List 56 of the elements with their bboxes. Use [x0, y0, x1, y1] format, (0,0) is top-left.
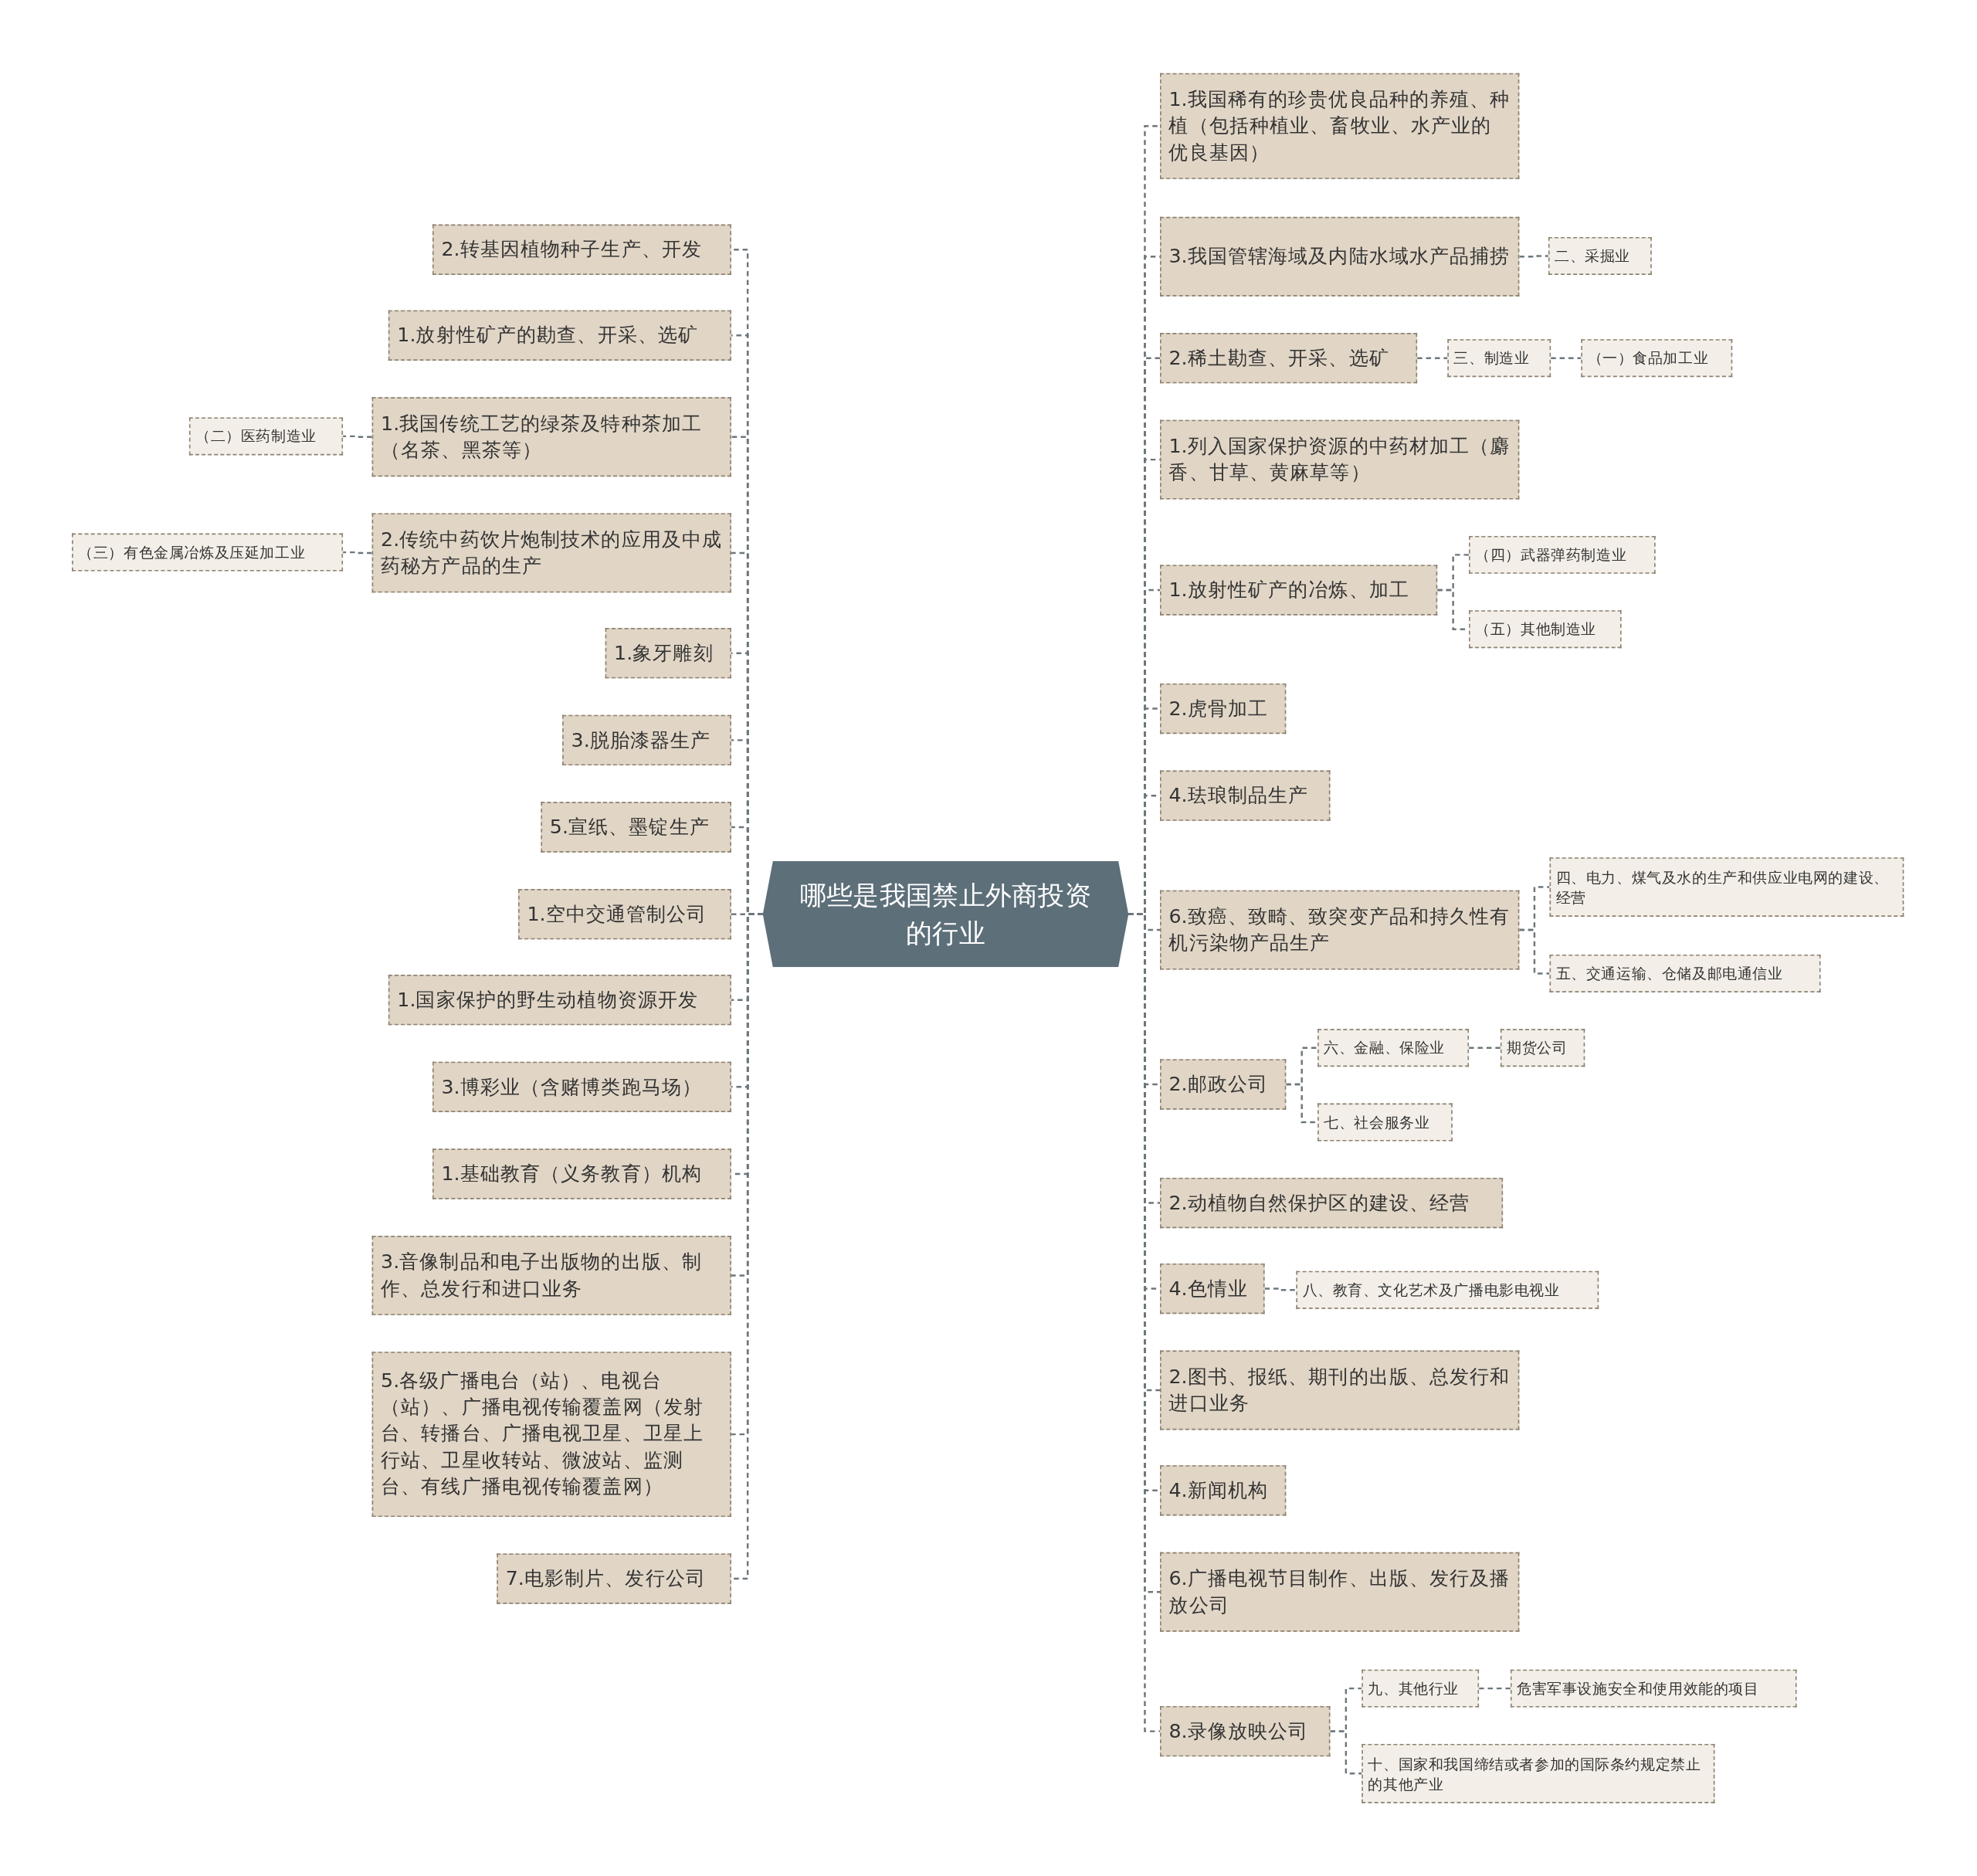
connector-line [343, 551, 372, 555]
topic-box: 6.致癌、致畸、致突变产品和持久性有机污染物产品生产 [1160, 890, 1520, 970]
topic-box: 2.虎骨加工 [1160, 683, 1287, 734]
subtopic-box: 二、采掘业 [1548, 236, 1652, 275]
subtopic-box: 危害军事设施安全和使用效能的项目 [1510, 1669, 1797, 1708]
subtopic-box: 五、交通运输、仓储及邮电通信业 [1549, 954, 1821, 992]
subtopic-box: 八、教育、文化艺术及广播电影电视业 [1296, 1270, 1599, 1309]
topic-box: 4.珐琅制品生产 [1160, 770, 1331, 821]
topic-box: 2.稀土勘查、开采、选矿 [1160, 333, 1418, 384]
topic-box: 2.图书、报纸、期刊的出版、总发行和进口业务 [1160, 1350, 1520, 1430]
subtopic-box: 四、电力、煤气及水的生产和供应业电网的建设、经营 [1549, 857, 1904, 917]
topic-box: 2.动植物自然保护区的建设、经营 [1160, 1177, 1504, 1229]
connector-line [1469, 1047, 1501, 1049]
topic-box: 1.象牙雕刻 [605, 628, 731, 679]
subtopic-box: 六、金融、保险业 [1317, 1029, 1470, 1067]
topic-box: 1.基础教育（义务教育）机构 [432, 1148, 731, 1199]
subtopic-box: 七、社会服务业 [1317, 1103, 1453, 1142]
topic-box: 7.电影制片、发行公司 [497, 1553, 731, 1604]
subtopic-box: 三、制造业 [1447, 339, 1551, 378]
subtopic-box: 九、其他行业 [1362, 1669, 1480, 1708]
topic-box: 2.传统中药饮片炮制技术的应用及中成药秘方产品的生产 [371, 513, 731, 593]
topic-box: 5.各级广播电台（站）、电视台（站）、广播电视传输覆盖网（发射台、转播台、广播电视卫星、卫星上行站、卫星收转站、微波站、监测台、有线广播电视传输覆盖网） [371, 1352, 731, 1518]
connector-line [1330, 1730, 1362, 1775]
topic-box: 2.邮政公司 [1160, 1059, 1287, 1110]
topic-box: 3.博彩业（含赌博类跑马场） [432, 1061, 731, 1112]
topic-box: 4.色情业 [1160, 1263, 1265, 1315]
connector-line [1417, 357, 1448, 359]
topic-box: 1.放射性矿产的冶炼、加工 [1160, 565, 1438, 616]
topic-box: 2.转基因植物种子生产、开发 [432, 224, 731, 275]
subtopic-box: （四）武器弹药制造业 [1469, 535, 1656, 574]
topic-box: 1.列入国家保护资源的中药材加工（麝香、甘草、黄麻草等） [1160, 419, 1520, 500]
central-topic: 哪些是我国禁止外商投资的行业 [762, 861, 1129, 968]
subtopic-box: 期货公司 [1500, 1029, 1585, 1067]
subtopic-box: 十、国家和我国缔结或者参加的国际条约规定禁止的其他产业 [1362, 1743, 1715, 1803]
topic-box: 1.我国稀有的珍贵优良品种的养殖、种植（包括种植业、畜牧业、水产业的优良基因） [1160, 73, 1520, 179]
topic-box: 3.我国管辖海域及内陆水域水产品捕捞 [1160, 216, 1520, 297]
subtopic-box: （三）有色金属冶炼及压延加工业 [72, 533, 344, 572]
topic-box: 1.国家保护的野生动植物资源开发 [388, 975, 731, 1026]
topic-box: 1.我国传统工艺的绿茶及特种茶加工（名茶、黑茶等） [371, 397, 731, 477]
subtopic-box: （一）食品加工业 [1581, 339, 1733, 378]
connector-line [1479, 1687, 1511, 1690]
topic-box: 1.放射性矿产的勘查、开采、选矿 [388, 310, 731, 361]
topic-box: 1.空中交通管制公司 [518, 889, 731, 940]
topic-box: 6.广播电视节目制作、出版、发行及播放公司 [1160, 1552, 1520, 1632]
connector-line [1264, 1287, 1297, 1291]
topic-box: 3.音像制品和电子出版物的出版、制作、总发行和进口业务 [371, 1236, 731, 1315]
subtopic-box: （二）医药制造业 [188, 417, 344, 456]
connector-line [1519, 255, 1548, 258]
topic-box: 4.新闻机构 [1160, 1465, 1287, 1516]
connector-line [1551, 357, 1582, 359]
connector-line [343, 435, 372, 438]
connector-line [1519, 928, 1550, 975]
topic-box: 3.脱胎漆器生产 [562, 714, 731, 765]
topic-box: 5.宣纸、墨锭生产 [541, 802, 731, 853]
topic-box: 8.录像放映公司 [1160, 1706, 1331, 1757]
subtopic-box: （五）其他制造业 [1469, 610, 1622, 649]
